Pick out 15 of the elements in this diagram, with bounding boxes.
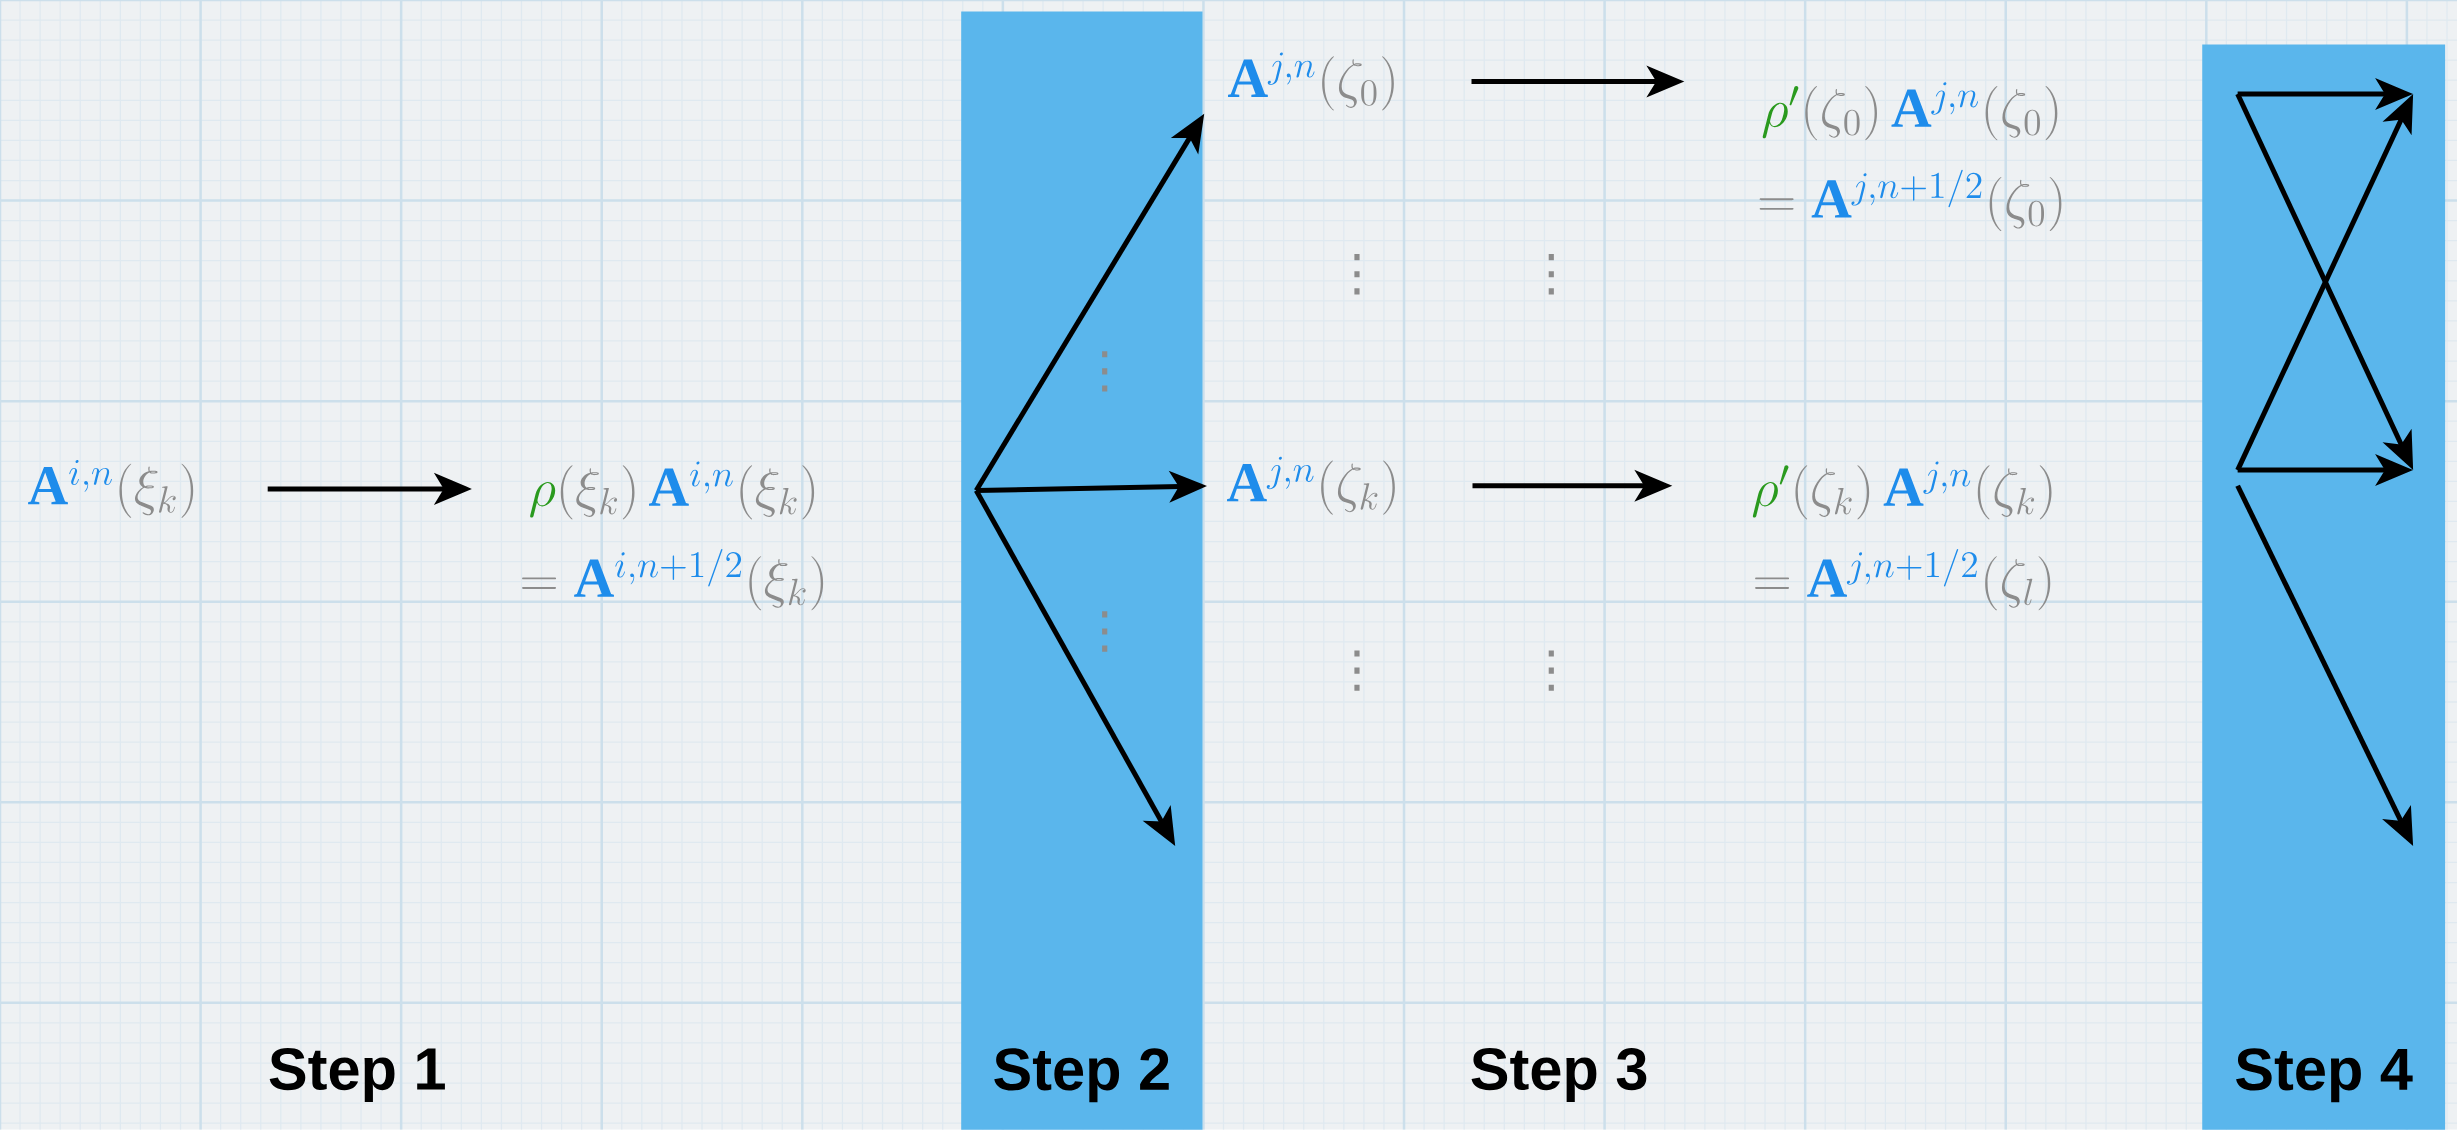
step-label: Step 3 xyxy=(1471,1048,1647,1102)
formula: $\textcolor[HTML]{2A9A1E}{\rho}(\xi_k)\,\textcolor[HTML]{1E8CEB}{\mathbf{A}^{i,n}}(\xi_k)$ $= \textcolor[HTML]{1E8CEB}{\mathbf{A}^{i,n+1/2}}(\xi_k)$ xyxy=(522,461,824,611)
vertical-ellipsis: ⋮ xyxy=(1102,611,1108,652)
formula: $\textcolor[HTML]{2A9A1E}{\rho'}(\zeta_k)\,\textcolor[HTML]{1E8CEB}{\mathbf{A}^{j,n}}(\zeta_k)$ $= \textcolor[HTML]{1E8CEB}{\mathbf{A}^{j,n+1/2}}(\zeta_l)$ xyxy=(1752,461,2052,611)
vertical-ellipsis: ⋮ xyxy=(1354,650,1360,691)
formula: $\textcolor[HTML]{2A9A1E}{\rho'}(\zeta_0)\,\textcolor[HTML]{1E8CEB}{\mathbf{A}^{j,n}}(\zeta_0)$ $= \textcolor[HTML]{1E8CEB}{\mathbf{A}^{j,n+1/2}}(\zeta_0)$ xyxy=(1759,82,2062,232)
vertical-ellipsis: ⋮ xyxy=(1354,254,1360,295)
vertical-ellipsis: ⋮ xyxy=(1548,650,1554,691)
formula: $\textcolor[HTML]{1E8CEB}{\mathbf{A}^{j,n}}(\zeta_k)$ xyxy=(1227,456,1395,515)
formula: $\textcolor[HTML]{1E8CEB}{\mathbf{A}^{j,n}}(\zeta_0)$ xyxy=(1228,52,1394,111)
vertical-ellipsis: ⋮ xyxy=(1102,351,1108,392)
step-band: Step 4 xyxy=(2202,44,2446,1130)
formula: $\textcolor[HTML]{1E8CEB}{\mathbf{A}^{i,n}}(\xi_k)$ xyxy=(28,460,194,518)
step-label: Step 1 xyxy=(269,1048,445,1102)
vertical-ellipsis: ⋮ xyxy=(1548,254,1554,295)
